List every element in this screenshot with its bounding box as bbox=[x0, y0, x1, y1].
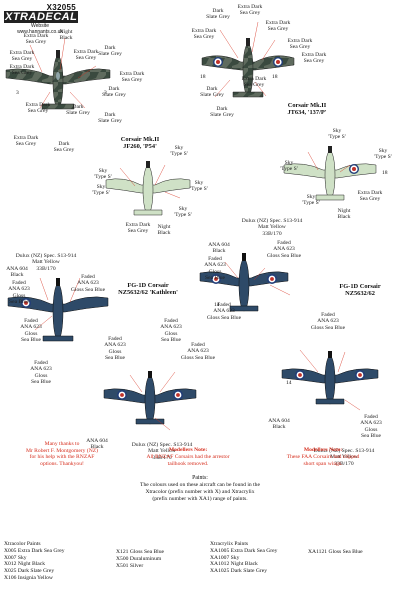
label: Faded ANA 623 Gloss Sea Blue bbox=[206, 302, 242, 321]
label: Extra Dark Sea Grey bbox=[241, 76, 267, 89]
label: Extra Dark Sea Grey bbox=[287, 38, 313, 51]
title-jt634: Corsair Mk.II JT634, '137/P' bbox=[287, 102, 327, 116]
label: Extra Dark Sea Grey bbox=[191, 28, 217, 41]
label: Night Black bbox=[59, 29, 73, 42]
label: Extra Dark Sea Grey bbox=[9, 64, 35, 77]
number: 18 bbox=[200, 74, 206, 80]
title-kathleen: FG-1D Corsair NZ5632/62 'Kathleen' bbox=[118, 282, 178, 296]
label: Night Black bbox=[337, 208, 351, 221]
number: 3 bbox=[104, 90, 107, 96]
label: Extra Dark Sea Grey bbox=[125, 222, 151, 235]
website-url: www.hannants.co.uk bbox=[17, 29, 63, 35]
label: Dark Slate Grey bbox=[66, 104, 90, 117]
number: 18 bbox=[272, 74, 278, 80]
label: Dark Slate Grey bbox=[200, 86, 224, 99]
label: Sky 'Type S' bbox=[94, 168, 112, 181]
label: Dulux (NZ) Spec. S13-914 Matt Yellow 33B… bbox=[313, 448, 375, 467]
label: Extra Dark Sea Grey bbox=[265, 20, 291, 33]
label: Sky 'Type S' bbox=[170, 145, 188, 158]
label: Faded ANA 623 Gloss Sea Blue bbox=[360, 414, 382, 440]
corsair-jf260-top-view bbox=[5, 50, 111, 110]
note-title-text: Modellers Note: bbox=[168, 447, 208, 453]
label: Sky 'Type S' bbox=[280, 160, 298, 173]
label: ANA 604 Black bbox=[208, 242, 230, 255]
aircraft-artwork bbox=[5, 21, 379, 431]
label: Extra Dark Sea Grey bbox=[301, 52, 327, 65]
corsair-jt634-underside bbox=[283, 146, 377, 201]
label: Faded ANA 623 Gloss Sea Blue bbox=[204, 256, 226, 282]
label: Sky 'Type S' bbox=[328, 128, 346, 141]
label: Faded ANA 623 Gloss Sea Blue bbox=[310, 312, 346, 331]
label: Dulux (NZ) Spec. S13-914 Matt Yellow 33B… bbox=[241, 218, 303, 237]
fg1d-kathleen-top-view bbox=[7, 278, 109, 342]
label: Faded ANA 623 Gloss Sea Blue bbox=[180, 342, 216, 361]
number: 14 bbox=[214, 302, 220, 308]
website-label: Website bbox=[31, 23, 49, 29]
xtracolor-list-2: X121 Gloss Sea Blue X500 Duraluminum X50… bbox=[116, 549, 165, 569]
label: Faded ANA 623 Gloss Sea Blue bbox=[70, 274, 106, 293]
number: 3 bbox=[16, 90, 19, 96]
modellers-note-mid: All RNZAF Corsairs had the arrestor tail… bbox=[146, 454, 230, 467]
label: Extra Dark Sea Grey bbox=[237, 4, 263, 17]
label: Dark Slate Grey bbox=[98, 112, 122, 125]
label: Dulux (NZ) Spec. S13-914 Matt Yellow 33B… bbox=[15, 253, 77, 272]
label: Faded ANA 623 Gloss Sea Blue bbox=[266, 240, 302, 259]
label: Sky 'Type S' bbox=[302, 194, 320, 207]
label: Dark Sea Grey bbox=[53, 141, 75, 154]
xtracrylix-list: Xtracrylix Paints XA1005 Extra Dark Sea … bbox=[210, 541, 278, 575]
label: Night Black bbox=[157, 224, 171, 237]
label: Dark Slate Grey bbox=[102, 86, 126, 99]
thanks-note: Many thanks to Mr Robert F. Montgomery (… bbox=[25, 441, 99, 467]
label: Dark Slate Grey bbox=[210, 106, 234, 119]
modellers-note-right: These FAA Corsairs had clipped short spa… bbox=[286, 454, 360, 467]
paints-description: The colours used on these aircraft can b… bbox=[140, 482, 260, 502]
label: ANA 604 Black bbox=[268, 418, 290, 431]
corsair-jt634-top-view bbox=[201, 38, 295, 98]
product-code: X32055 bbox=[46, 3, 76, 12]
fg1d-nz5632-top-view bbox=[199, 253, 289, 312]
note-title-text: Modellers Note: bbox=[303, 447, 343, 453]
modellers-note-title-mid: Modellers Note: bbox=[128, 447, 248, 454]
label: ANA 604 Black bbox=[6, 266, 28, 279]
brand-name: XTRADECAL bbox=[4, 11, 79, 23]
label: Dulux (NZ) Spec. S13-914 Matt Yellow 33B… bbox=[131, 442, 193, 461]
number: 18 bbox=[382, 170, 388, 176]
label: Extra Dark Sea Grey bbox=[357, 190, 383, 203]
fg1d-nz5632-underside bbox=[281, 351, 379, 405]
title-jf260: Corsair Mk.II JF260, 'P54' bbox=[120, 136, 160, 150]
label: Faded ANA 623 Gloss Sea Blue bbox=[20, 318, 42, 344]
label: ANA 604 Black bbox=[86, 438, 108, 451]
brand-text: XTRADECAL bbox=[4, 11, 79, 23]
title-nz5632: FG-1D Corsair NZ5632/62 bbox=[339, 283, 381, 297]
label: Sky 'Type S' bbox=[374, 148, 392, 161]
paints-title: Paints: bbox=[192, 475, 208, 481]
label: Dark Slate Grey bbox=[98, 45, 122, 58]
fg1d-kathleen-underside bbox=[103, 371, 197, 425]
label: Faded ANA 623 Gloss Sea Blue bbox=[104, 336, 126, 362]
label: Faded ANA 623 Gloss Sea Blue bbox=[8, 280, 30, 306]
corsair-jf260-underside bbox=[105, 161, 191, 216]
label: Extra Dark Sea Grey bbox=[9, 50, 35, 63]
label: Sky 'Type S' bbox=[190, 180, 208, 193]
label: Extra Dark Sea Grey bbox=[25, 102, 51, 115]
xtracolor-list: Xtracolor Paints X005 Extra Dark Sea Gre… bbox=[4, 541, 65, 581]
label: Sky 'Type S' bbox=[174, 206, 192, 219]
label: Extra Dark Sea Grey bbox=[23, 33, 49, 46]
label: Sky 'Type S' bbox=[92, 184, 110, 197]
xtracrylix-list-2: XA1121 Gloss Sea Blue bbox=[308, 549, 363, 555]
label: Extra Dark Sea Grey bbox=[13, 135, 39, 148]
label: Faded ANA 623 Gloss Sea Blue bbox=[160, 318, 182, 344]
modellers-note-title-right: Modellers Note: bbox=[268, 447, 378, 454]
number: 14 bbox=[286, 380, 292, 386]
label: Extra Dark Sea Grey bbox=[73, 49, 99, 62]
label: Faded ANA 623 Gloss Sea Blue bbox=[30, 360, 52, 386]
label: Dark Slate Grey bbox=[206, 8, 230, 21]
xtradecal-logo: X32055 XTRADECAL Website www.hannants.co… bbox=[4, 3, 79, 35]
label: Extra Dark Sea Grey bbox=[119, 71, 145, 84]
